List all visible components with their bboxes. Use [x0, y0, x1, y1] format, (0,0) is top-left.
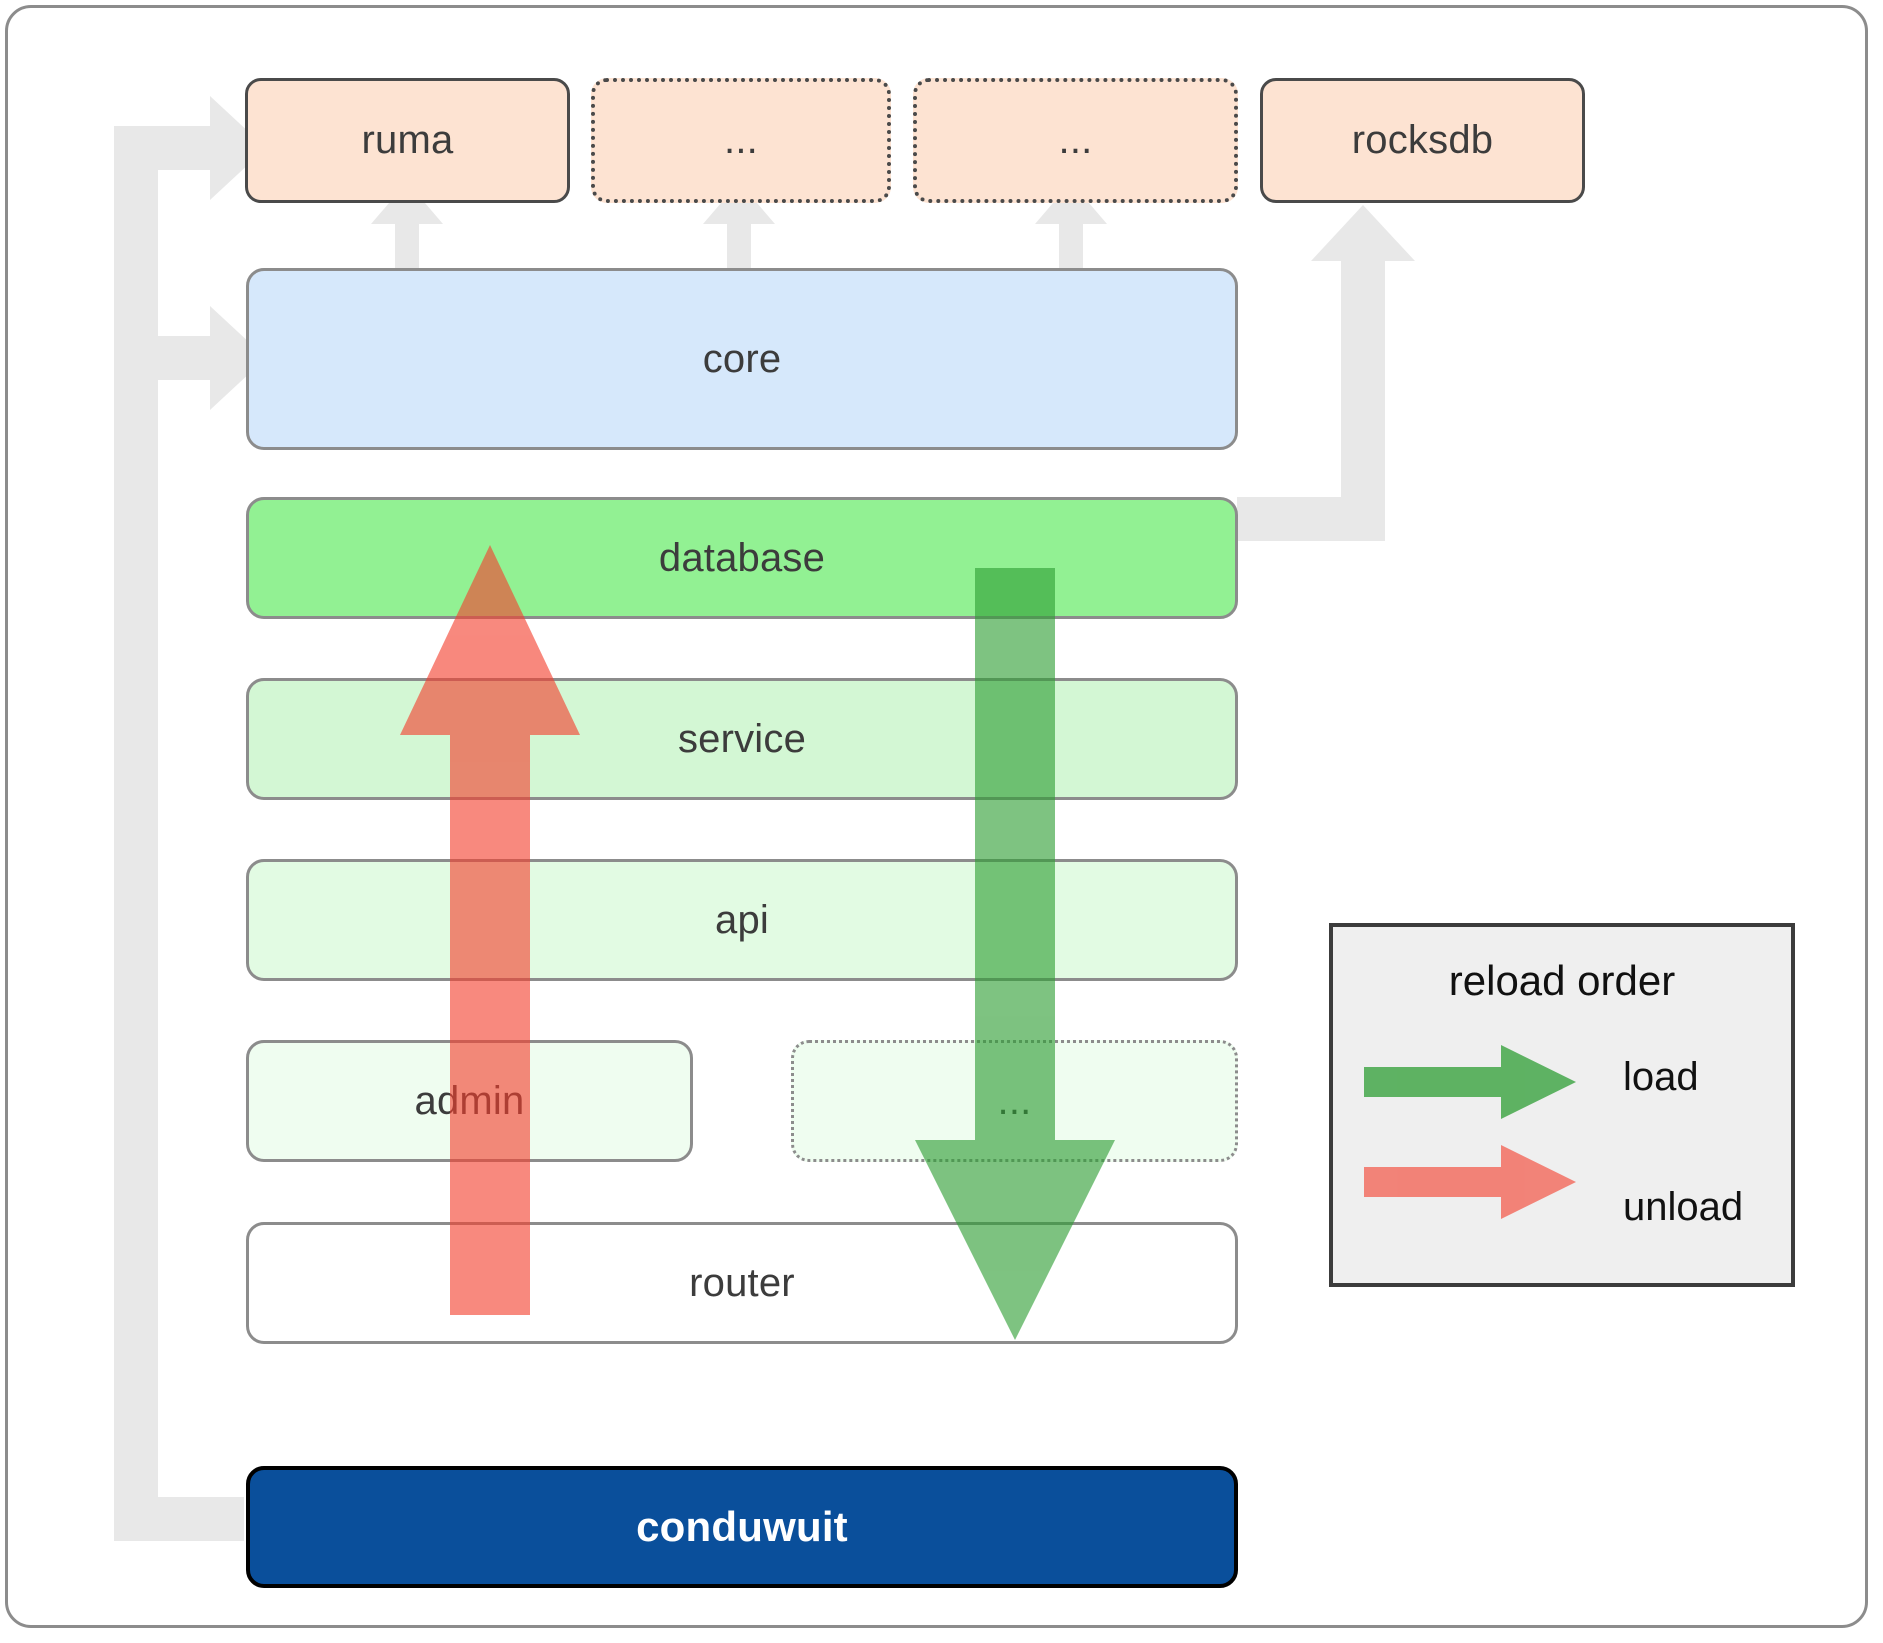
node-layer-ellipsis[interactable]: ...	[791, 1040, 1238, 1162]
node-api[interactable]: api	[246, 859, 1238, 981]
node-service[interactable]: service	[246, 678, 1238, 800]
node-ruma[interactable]: ruma	[245, 78, 570, 203]
node-rocksdb[interactable]: rocksdb	[1260, 78, 1585, 203]
legend-load-label: load	[1623, 1055, 1699, 1099]
legend-title: reload order	[1448, 957, 1676, 1004]
node-admin-label: admin	[414, 1078, 525, 1123]
node-database-label: database	[658, 535, 826, 580]
legend-load-arrow	[1364, 1045, 1576, 1119]
node-database[interactable]: database	[246, 497, 1238, 619]
node-rocksdb-label: rocksdb	[1351, 118, 1494, 162]
node-conduwuit-label: conduwuit	[636, 1503, 848, 1550]
node-lib-ellipsis-2-label: ...	[1058, 118, 1093, 162]
node-router-label: router	[689, 1260, 795, 1305]
legend-arrows	[1364, 1045, 1576, 1219]
node-router[interactable]: router	[246, 1222, 1238, 1344]
legend-unload-label: unload	[1623, 1185, 1744, 1229]
node-core[interactable]: core	[246, 268, 1238, 450]
node-core-label: core	[702, 336, 782, 381]
node-service-label: service	[677, 716, 807, 761]
node-admin[interactable]: admin	[246, 1040, 693, 1162]
node-lib-ellipsis-1-label: ...	[724, 118, 758, 162]
node-api-label: api	[715, 897, 769, 942]
node-conduwuit[interactable]: conduwuit	[246, 1466, 1238, 1588]
legend-panel: reload order load unload	[1329, 923, 1795, 1287]
node-lib-ellipsis-2[interactable]: ...	[913, 78, 1238, 203]
legend-unload-arrow	[1364, 1145, 1576, 1219]
node-lib-ellipsis-1[interactable]: ...	[591, 78, 891, 203]
node-layer-ellipsis-label: ...	[997, 1078, 1032, 1123]
node-ruma-label: ruma	[361, 118, 454, 162]
